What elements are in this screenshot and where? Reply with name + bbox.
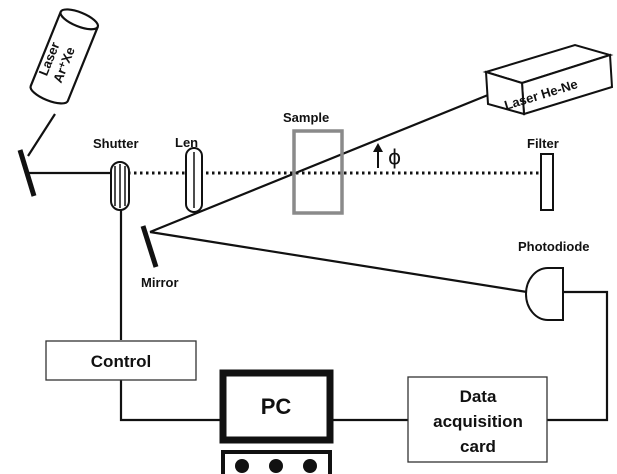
sample-cuvette-icon [292, 129, 344, 215]
filter-icon [540, 153, 554, 211]
daq-label-line2: acquisition [433, 412, 523, 431]
filter-label: Filter [527, 136, 559, 151]
mirror-icon [140, 225, 159, 268]
sample-label: Sample [283, 110, 329, 125]
laser-hene-icon [482, 43, 614, 116]
phi-label: ϕ [388, 145, 401, 169]
mirror-label: Mirror [141, 275, 179, 290]
control-label: Control [91, 352, 151, 371]
shutter-label: Shutter [93, 136, 139, 151]
laser-arxe-icon [29, 8, 100, 105]
photodiode-label: Photodiode [518, 239, 590, 254]
hene-beam-to-mirror [149, 93, 489, 234]
input-mirror-icon [17, 149, 37, 197]
reflected-beam-to-photodiode [149, 230, 528, 294]
pc-monitor-icon [219, 369, 334, 444]
control-box [45, 340, 197, 381]
daq-label-line1: Data [460, 387, 497, 406]
photodiode-icon [525, 267, 564, 321]
lens-label: Len [175, 135, 198, 150]
pc-keyboard-icon [221, 450, 332, 474]
daq-label-line3: card [460, 437, 496, 456]
daq-card-box [407, 376, 548, 463]
wire-control-to-pc [119, 380, 222, 422]
pc-label: PC [261, 394, 292, 419]
laser-beam-to-mirror [27, 113, 56, 157]
wire-daq-to-photodiode [547, 290, 609, 422]
